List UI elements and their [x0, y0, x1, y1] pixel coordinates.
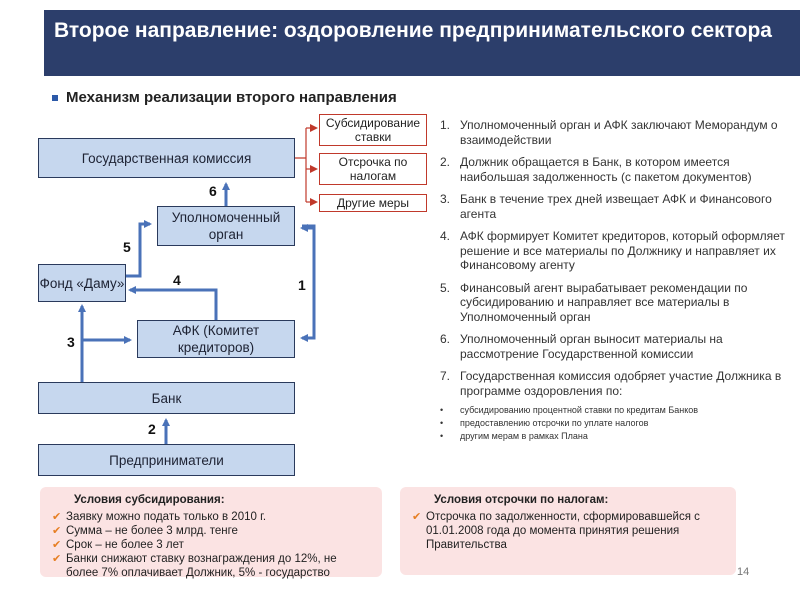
afk-box: АФК (Комитет кредиторов)	[137, 320, 295, 358]
sub-item: • субсидированию процентной ставки по кре…	[440, 404, 785, 417]
condition-text: Срок – не более 3 лет	[66, 539, 184, 551]
section-subtitle: Механизм реализации второго направления	[52, 89, 397, 106]
check-icon: ✔	[52, 525, 62, 537]
step-number: 1.	[440, 118, 451, 132]
arrow-5	[112, 220, 152, 278]
measure-other: Другие меры	[319, 194, 427, 212]
step-item: 6. Уполномоченный орган выносит материалы…	[440, 332, 785, 361]
step-item: 7. Государственная комиссия одобряет учас…	[440, 369, 785, 398]
step-number: 7.	[440, 369, 451, 383]
step-number: 3.	[440, 192, 451, 206]
bank-box: Банк	[38, 382, 295, 414]
step-item: 2. Должник обращается в Банк, в котором и…	[440, 155, 785, 184]
arrow-number-6: 6	[209, 183, 217, 199]
gov-commission-box: Государственная комиссия	[38, 138, 295, 178]
check-icon: ✔	[52, 511, 62, 523]
arrow-number-5: 5	[123, 239, 131, 255]
measure-tax-deferral: Отсрочка по налогам	[319, 153, 427, 185]
condition-item: ✔ Сумма – не более 3 млрд. тенге	[52, 524, 372, 538]
arrow-number-2: 2	[148, 421, 156, 437]
step-item: 1. Уполномоченный орган и АФК заключают М…	[440, 118, 785, 147]
condition-text: Банки снижают ставку вознаграждения до 1…	[66, 553, 337, 579]
step-number: 6.	[440, 332, 451, 346]
dot-bullet-icon: •	[440, 418, 444, 428]
condition-item: ✔ Срок – не более 3 лет	[52, 538, 372, 552]
check-icon: ✔	[52, 539, 62, 551]
sub-item-text: предоставлению отсрочки по уплате налого…	[460, 418, 649, 428]
step-item: 3. Банк в течение трех дней извещает АФК …	[440, 192, 785, 221]
arrow-number-3: 3	[67, 334, 75, 350]
slide-title: Второе направление: оздоровление предпри…	[44, 10, 800, 76]
arrow-4	[128, 286, 218, 320]
measure-link-trunk	[295, 128, 307, 202]
sub-item-text: субсидированию процентной ставки по кред…	[460, 405, 699, 415]
check-icon: ✔	[52, 553, 62, 565]
step-text: Банк в течение трех дней извещает АФК и …	[460, 192, 772, 221]
step-text: Государственная комиссия одобряет участи…	[460, 369, 782, 398]
subsidy-conditions-heading: Условия субсидирования:	[74, 494, 225, 506]
arrow-number-4: 4	[173, 272, 181, 288]
condition-item: ✔ Заявку можно подать только в 2010 г.	[52, 510, 372, 524]
arrow-number-1: 1	[298, 277, 306, 293]
condition-text: Сумма – не более 3 млрд. тенге	[66, 525, 238, 537]
dot-bullet-icon: •	[440, 431, 444, 441]
step-text: Финансовый агент вырабатывает рекомендац…	[460, 280, 748, 324]
fund-damu-box: Фонд «Даму»	[38, 264, 126, 302]
step-text: Уполномоченный орган и АФК заключают Мем…	[460, 118, 778, 147]
tax-conditions-panel: Условия отсрочки по налогам: ✔ Отсрочка п…	[400, 487, 736, 575]
square-bullet-icon	[52, 95, 58, 102]
steps-list: 1. Уполномоченный орган и АФК заключают М…	[440, 118, 785, 443]
step-text: АФК формирует Комитет кредиторов, которы…	[460, 229, 785, 272]
step-number: 5.	[440, 280, 451, 295]
subsidy-conditions-panel: Условия субсидирования: ✔ Заявку можно по…	[40, 487, 382, 580]
step-text: Уполномоченный орган выносит материалы н…	[460, 332, 723, 361]
step-item: 4. АФК формирует Комитет кредиторов, кото…	[440, 229, 785, 273]
sub-item: • предоставлению отсрочки по уплате налог…	[440, 417, 785, 430]
page-number: 14	[737, 566, 750, 578]
condition-text: Отсрочка по задолженности, сформировавше…	[426, 511, 700, 551]
tax-conditions-heading: Условия отсрочки по налогам:	[434, 494, 609, 506]
condition-item: ✔ Банки снижают ставку вознаграждения до …	[52, 552, 372, 580]
sub-item-text: другим мерам в рамках Плана	[460, 431, 588, 441]
arrow-1-head	[300, 224, 316, 300]
subtitle-text: Механизм реализации второго направления	[66, 89, 397, 106]
step-number: 2.	[440, 155, 451, 169]
entrepreneurs-box: Предприниматели	[38, 444, 295, 476]
measure-subsidy: Субсидирование ставки	[319, 114, 427, 146]
step-text: Должник обращается в Банк, в котором име…	[460, 155, 752, 184]
check-icon: ✔	[412, 511, 422, 523]
sub-item: • другим мерам в рамках Плана	[440, 430, 785, 443]
authorized-body-box: Уполномоченный орган	[157, 206, 295, 246]
step-number: 4.	[440, 229, 451, 243]
dot-bullet-icon: •	[440, 405, 444, 415]
approval-sub-list: • субсидированию процентной ставки по кре…	[440, 404, 785, 443]
condition-item: ✔ Отсрочка по задолженности, сформировавш…	[412, 510, 726, 552]
condition-text: Заявку можно подать только в 2010 г.	[66, 511, 267, 523]
step-item: 5. Финансовый агент вырабатывает рекоменд…	[440, 281, 785, 325]
